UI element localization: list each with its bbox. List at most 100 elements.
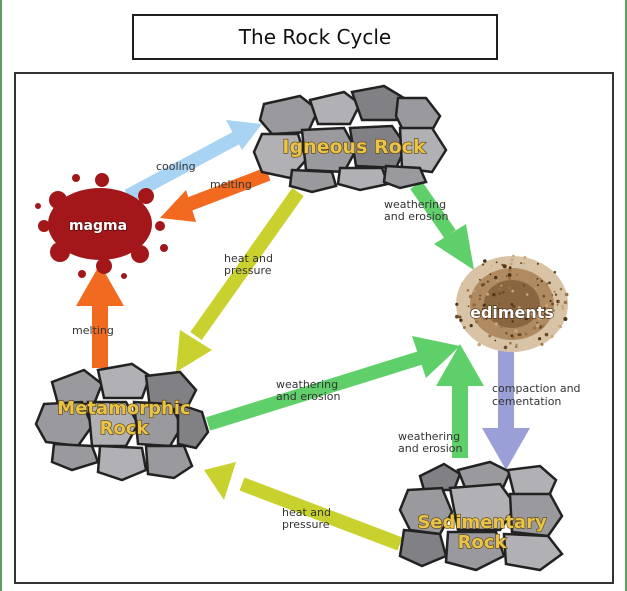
label-weathering-low-2: and erosion bbox=[398, 442, 462, 455]
sediment-speck bbox=[492, 293, 496, 297]
label-heat-pressure-bottom-2: pressure bbox=[282, 518, 330, 531]
sediment-speck bbox=[532, 326, 537, 330]
arrow-weathering-metamorphic-to-sediments bbox=[205, 336, 460, 431]
sediment-speck bbox=[522, 284, 525, 287]
sediment-speck bbox=[491, 316, 495, 320]
sediment-speck bbox=[534, 287, 537, 290]
sediment-speck bbox=[538, 311, 541, 315]
sediment-speck bbox=[506, 275, 508, 277]
sediment-speck bbox=[538, 337, 542, 341]
sediment-speck bbox=[511, 314, 514, 317]
sediment-speck bbox=[540, 318, 543, 321]
sediment-speck bbox=[479, 278, 481, 281]
sediment-speck bbox=[530, 312, 534, 316]
sediment-speck bbox=[481, 307, 486, 312]
sediment-speck bbox=[536, 324, 540, 328]
sediment-speck bbox=[550, 334, 554, 339]
sediment-speck bbox=[542, 294, 546, 298]
sediment-speck bbox=[475, 320, 479, 324]
sediment-speck bbox=[515, 273, 519, 276]
sediment-speck bbox=[544, 332, 549, 337]
metamorphic-rock-illustration bbox=[34, 362, 210, 482]
sediment-speck bbox=[468, 294, 473, 299]
sediment-speck bbox=[537, 317, 541, 320]
magma-splat bbox=[35, 173, 168, 279]
sediment-speck bbox=[505, 332, 508, 335]
label-heat-pressure-bottom-1: heat and bbox=[282, 506, 331, 519]
sediment-speck bbox=[561, 307, 565, 311]
sediment-speck bbox=[486, 280, 490, 283]
sediment-speck bbox=[486, 292, 490, 296]
sediment-speck bbox=[526, 318, 529, 321]
sediment-speck bbox=[482, 303, 486, 307]
arrow-weathering-sedimentary-to-sediments bbox=[436, 344, 484, 458]
sediment-speck bbox=[477, 342, 482, 347]
sediment-speck bbox=[482, 316, 487, 321]
sediment-speck bbox=[517, 334, 519, 336]
sediment-speck bbox=[469, 324, 473, 328]
sediment-speck bbox=[471, 303, 475, 307]
sediment-speck bbox=[508, 286, 511, 290]
sediment-speck bbox=[498, 287, 501, 290]
sediment-speck bbox=[563, 300, 568, 305]
sediment-speck bbox=[483, 283, 486, 286]
label-cooling: cooling bbox=[156, 160, 196, 173]
sediment-speck bbox=[541, 324, 545, 328]
sediment-speck bbox=[469, 311, 474, 315]
sediment-speck bbox=[455, 302, 459, 306]
sediment-speck bbox=[536, 278, 539, 280]
sediment-speck bbox=[498, 292, 502, 296]
sediment-speck bbox=[536, 284, 540, 287]
sediment-speck bbox=[563, 317, 568, 321]
sediment-speck bbox=[524, 332, 528, 336]
sediment-speck bbox=[458, 314, 461, 317]
sediment-speck bbox=[495, 261, 498, 264]
sediments-label: ediments bbox=[470, 303, 554, 322]
sediment-speck bbox=[553, 290, 556, 293]
sediment-speck bbox=[556, 304, 559, 306]
igneous-rock-label: Igneous Rock bbox=[282, 136, 426, 158]
sediment-speck bbox=[479, 294, 482, 297]
sediment-speck bbox=[525, 293, 529, 296]
arrow-melting-igneous-to-magma bbox=[160, 167, 271, 222]
sediment-speck bbox=[508, 268, 512, 272]
sediment-speck bbox=[548, 281, 551, 285]
sediment-particles bbox=[455, 254, 569, 350]
label-melting-left: melting bbox=[72, 324, 114, 337]
sediment-speck bbox=[496, 303, 499, 307]
sediment-speck bbox=[558, 300, 560, 303]
sediment-speck bbox=[474, 313, 477, 316]
metamorphic-rock-label: Metamorphic bbox=[57, 398, 190, 419]
sediment-speck bbox=[545, 282, 549, 286]
sediment-speck bbox=[561, 305, 564, 308]
sediment-speck bbox=[508, 266, 512, 270]
sediments-cloud bbox=[455, 254, 569, 352]
sediment-speck bbox=[554, 293, 558, 296]
sediment-speck bbox=[501, 291, 505, 294]
sediment-speck bbox=[549, 299, 552, 303]
sediment-speck bbox=[551, 294, 554, 296]
sediment-speck bbox=[511, 304, 516, 309]
sediment-speck bbox=[506, 310, 509, 313]
sediment-speck bbox=[543, 307, 546, 310]
label-weathering-top-2: and erosion bbox=[384, 210, 448, 223]
sediment-speck bbox=[461, 282, 463, 285]
sediment-speck bbox=[489, 273, 492, 276]
sediment-speck bbox=[559, 287, 563, 291]
sediment-speck bbox=[545, 303, 549, 307]
sediment-speck bbox=[511, 320, 514, 323]
sediment-speck bbox=[494, 339, 497, 342]
sediment-speck bbox=[507, 276, 512, 281]
arrow-weathering-igneous-to-sediments bbox=[410, 181, 474, 270]
sediment-speck bbox=[544, 312, 547, 316]
label-weathering-mid-2: and erosion bbox=[276, 390, 340, 403]
igneous-rock-illustration bbox=[252, 84, 448, 194]
sediment-speck bbox=[511, 289, 514, 293]
arrow-compaction-sediments-to-sedimentary bbox=[482, 350, 530, 470]
sediment-speck bbox=[467, 305, 470, 308]
arrow-cooling bbox=[124, 120, 262, 203]
sediment-speck bbox=[488, 307, 492, 310]
sediment-speck bbox=[509, 341, 512, 345]
sediment-speck bbox=[523, 262, 526, 265]
magma-label: magma bbox=[69, 218, 127, 234]
